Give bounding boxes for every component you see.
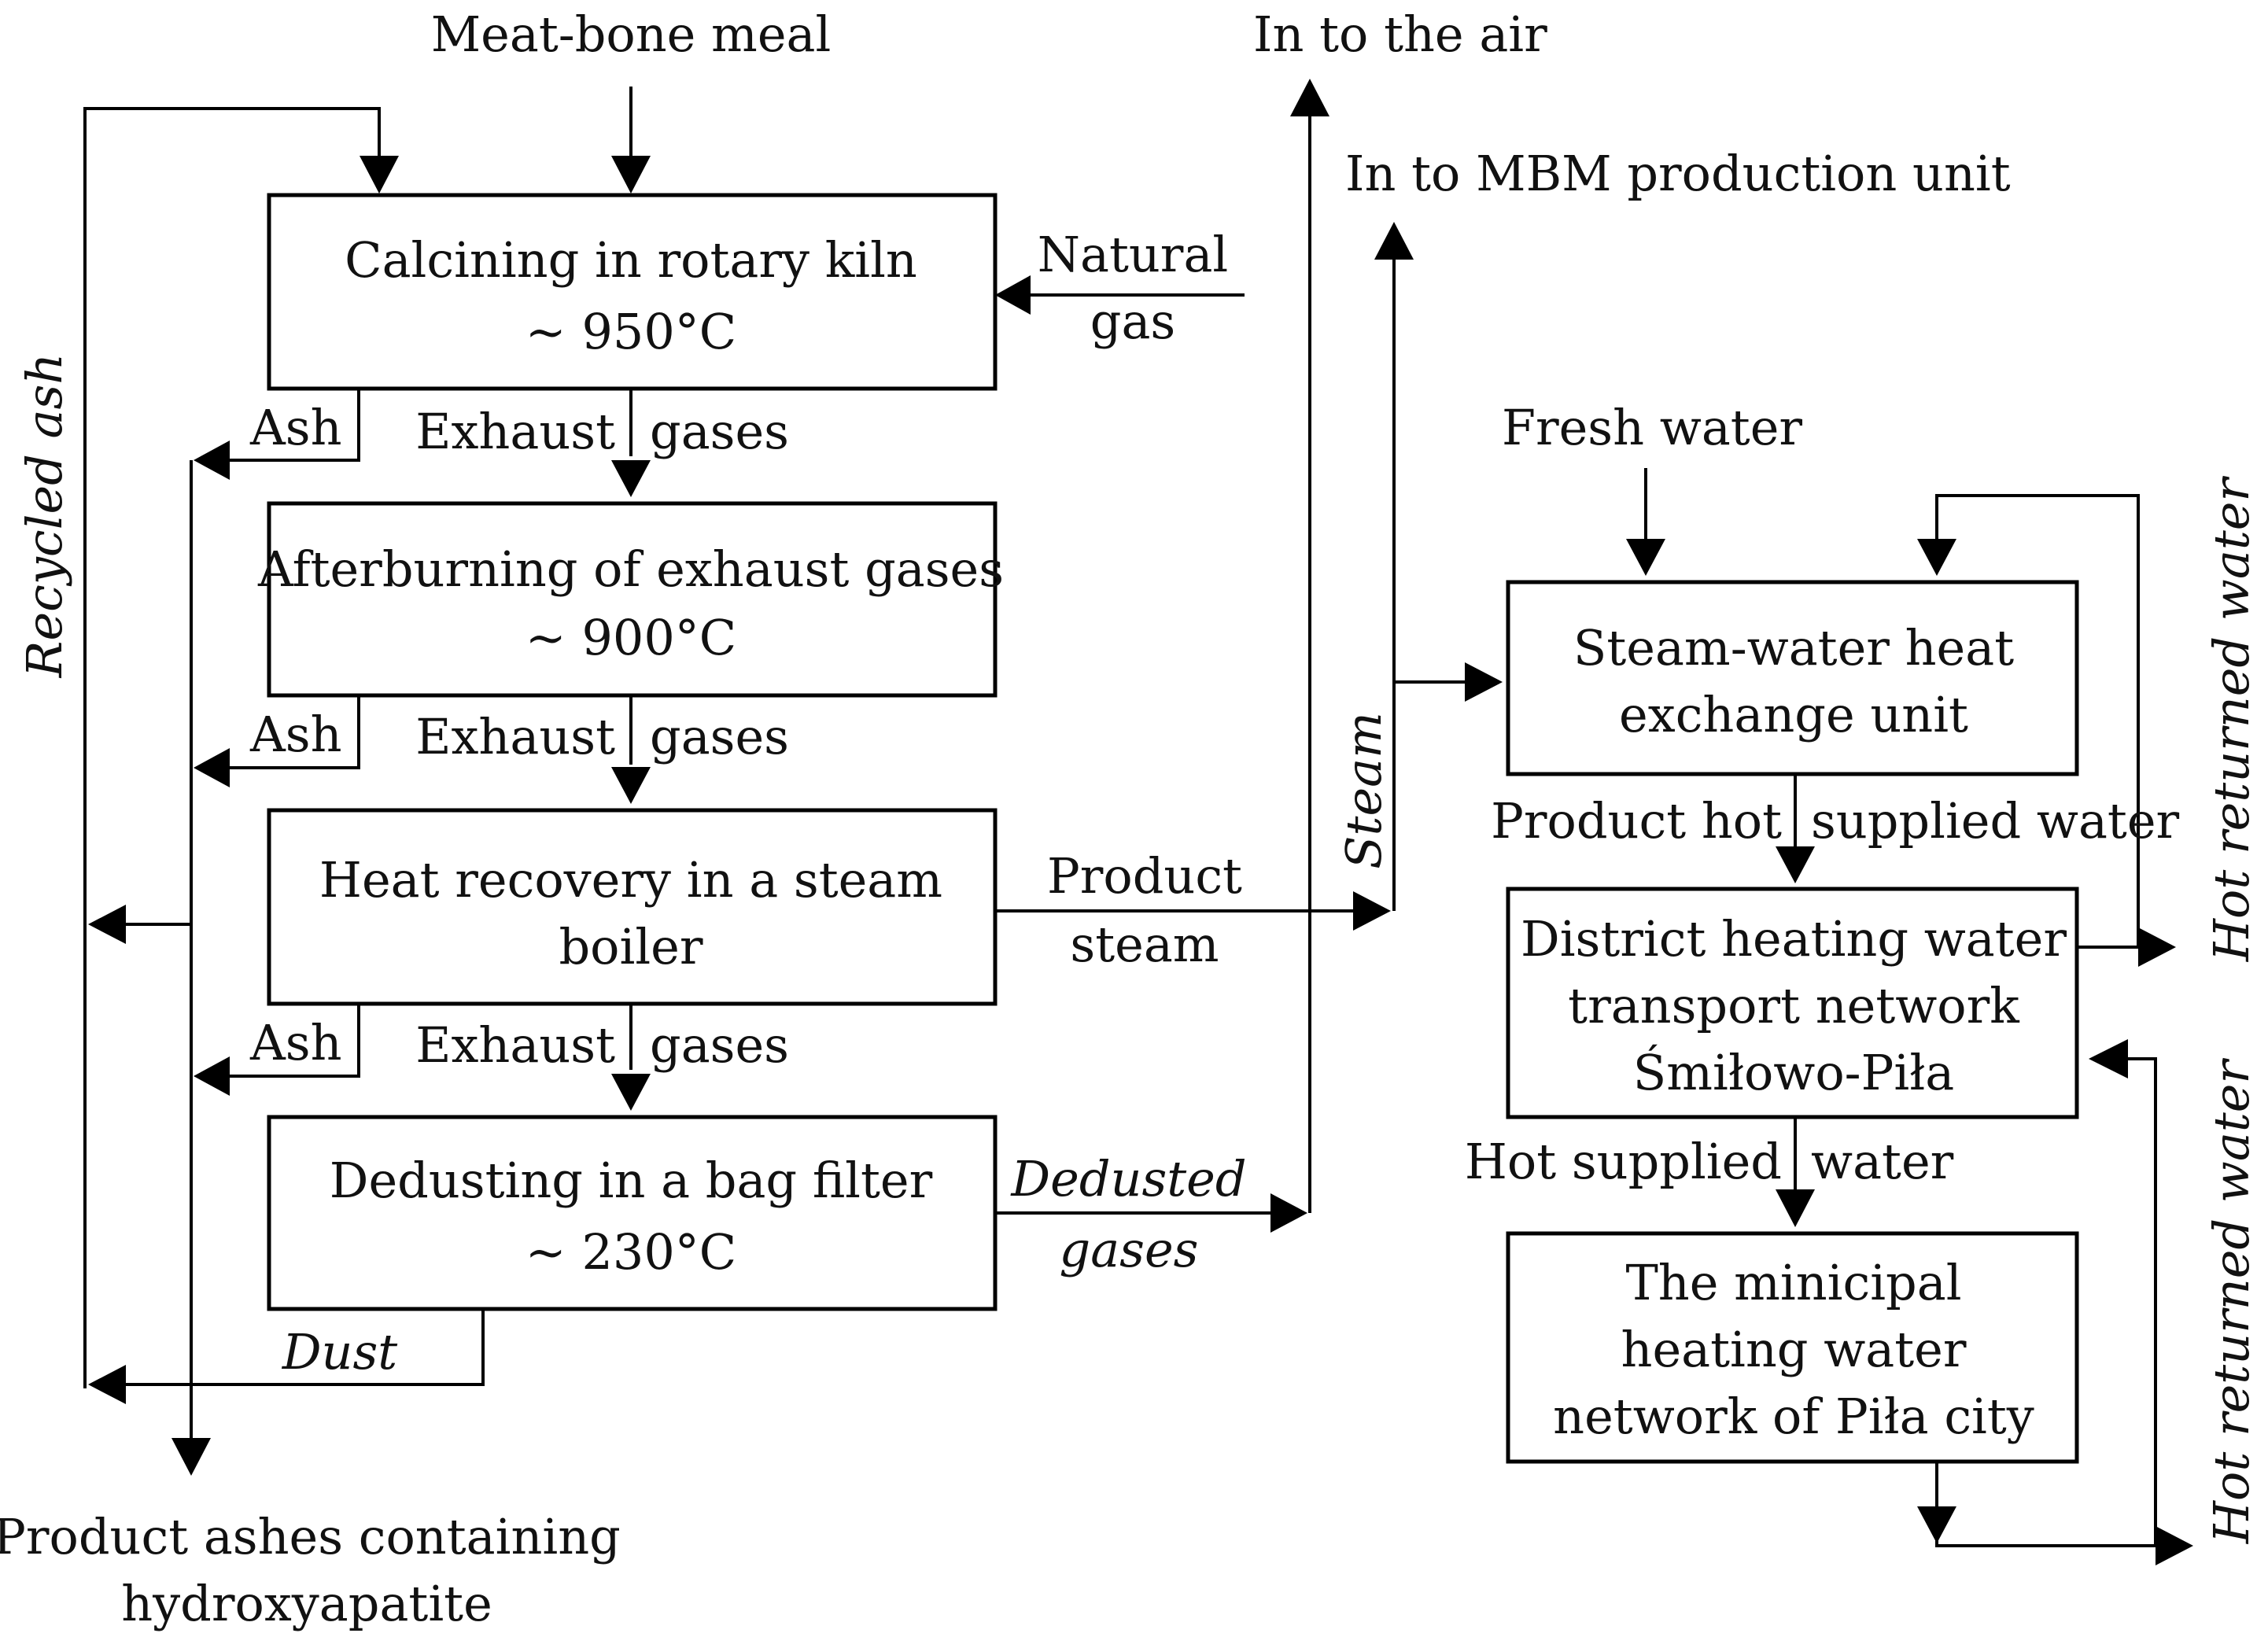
arrowhead-recycled-ash-in: [360, 156, 399, 194]
label-hot-returned-water-bottom: Hot returned water: [2203, 1058, 2260, 1544]
label-product-ashes-line-1: Product ashes containing: [0, 1508, 621, 1565]
arrowhead-ash-3: [194, 1056, 230, 1096]
box-heat-recovery-line-1: Heat recovery in a steam: [319, 851, 942, 909]
label-ash-2: Ash: [249, 706, 342, 763]
box-transport-network-line-3: Śmiłowo-Piła: [1633, 1044, 1954, 1101]
label-gases-2: gases: [650, 708, 789, 765]
label-supplied-water: supplied water: [1811, 792, 2180, 850]
arrowhead-municipal-return-down: [1917, 1506, 1956, 1543]
arrowhead-municipal-return-right: [2156, 1526, 2193, 1565]
label-steam: Steam: [1335, 712, 1392, 869]
label-gases-3: gases: [650, 1016, 789, 1074]
box-calcining-line-1: Calcining in rotary kiln: [345, 231, 917, 289]
label-fresh-water: Fresh water: [1502, 399, 1802, 456]
box-exchange-unit-line-2: exchange unit: [1619, 686, 1968, 743]
arrowhead-ash-2: [194, 748, 230, 787]
box-calcining: Calcining in rotary kiln ~ 950°C: [267, 193, 998, 391]
arrowhead-exhaust-3: [611, 1074, 651, 1111]
box-afterburning-line-2: ~ 900°C: [526, 609, 736, 666]
label-hot-returned-water-top: Hot returned water: [2203, 476, 2260, 962]
arrowhead-dedusted-gases: [1270, 1193, 1307, 1233]
box-transport-network-line-2: transport network: [1568, 977, 2019, 1034]
label-ash-3: Ash: [249, 1014, 342, 1071]
label-product-steam-line-2: steam: [1070, 916, 1219, 973]
box-calcining-line-2: ~ 950°C: [526, 303, 736, 360]
box-dedusting: Dedusting in a bag filter ~ 230°C: [267, 1115, 998, 1311]
arrowhead-exhaust-1: [611, 460, 651, 497]
arrowhead-product-ashes: [171, 1438, 211, 1476]
label-natural-gas-line-2: gas: [1090, 293, 1175, 350]
label-product-hot: Product hot: [1491, 792, 1782, 850]
label-gases-1: gases: [650, 403, 789, 460]
label-dedusted-gases-line-1: Dedusted: [1010, 1150, 1246, 1207]
arrowhead-into-mbm: [1374, 222, 1414, 260]
arrowhead-fresh-water: [1626, 539, 1665, 576]
box-dedusting-line-2: ~ 230°C: [526, 1223, 736, 1281]
label-water: water: [1811, 1133, 1954, 1190]
arrowhead-steam-to-exchanger: [1465, 662, 1503, 702]
label-into-air: In to the air: [1253, 6, 1547, 63]
label-into-mbm: In to MBM production unit: [1345, 145, 2011, 202]
box-heat-recovery-line-2: boiler: [559, 918, 703, 975]
arrowhead-dust: [88, 1365, 126, 1404]
label-exhaust-3: Exhaust: [415, 1016, 615, 1074]
arrowhead-hot-supplied: [1776, 1189, 1815, 1227]
box-heat-recovery: Heat recovery in a steam boiler: [267, 808, 998, 1006]
arrowhead-returned-water-top: [1917, 539, 1956, 576]
box-afterburning: Afterburning of exhaust gases ~ 900°C: [257, 501, 1004, 698]
arrowhead-product-steam: [1353, 891, 1391, 931]
label-exhaust-2: Exhaust: [415, 708, 615, 765]
box-dedusting-line-1: Dedusting in a bag filter: [330, 1152, 933, 1209]
box-municipal-network-line-1: The minicipal: [1625, 1254, 1961, 1311]
box-municipal-network-line-2: heating water: [1621, 1321, 1967, 1378]
arrowhead-meal-in: [611, 156, 651, 194]
arrowheads: [88, 79, 2193, 1565]
label-dust: Dust: [282, 1323, 397, 1381]
arrowhead-return-out: [2138, 927, 2176, 967]
label-recycled-ash: Recycled ash: [16, 353, 73, 678]
label-meat-bone-meal: Meat-bone meal: [431, 6, 832, 63]
label-ash-1: Ash: [249, 399, 342, 456]
arrowhead-into-air: [1290, 79, 1329, 116]
arrowhead-product-hot-supplied: [1776, 846, 1815, 883]
label-product-steam-line-1: Product: [1047, 847, 1242, 905]
label-natural-gas-line-1: Natural: [1038, 226, 1229, 283]
box-municipal-network-line-3: network of Piła city: [1553, 1388, 2034, 1445]
label-dedusted-gases-line-2: gases: [1060, 1221, 1199, 1278]
box-afterburning-line-1: Afterburning of exhaust gases: [257, 540, 1004, 598]
label-exhaust-1: Exhaust: [415, 403, 615, 460]
box-exchange-unit: Steam-water heat exchange unit: [1506, 580, 2079, 776]
arrowhead-exhaust-2: [611, 767, 651, 804]
connector-lines: [83, 87, 2157, 1547]
arrowhead-to-recycled-line: [88, 905, 126, 944]
box-transport-network: District heating water transport network…: [1506, 887, 2079, 1119]
arrowhead-returned-water-bottom: [2089, 1039, 2128, 1078]
box-transport-network-line-1: District heating water: [1521, 910, 2067, 968]
box-municipal-network: The minicipal heating water network of P…: [1506, 1231, 2079, 1464]
label-product-ashes-line-2: hydroxyapatite: [121, 1575, 492, 1632]
arrowhead-natural-gas-in: [995, 275, 1031, 315]
box-exchange-unit-line-1: Steam-water heat: [1573, 619, 2014, 677]
arrowhead-ash-1: [194, 441, 230, 480]
label-hot-supplied: Hot supplied: [1465, 1133, 1782, 1190]
